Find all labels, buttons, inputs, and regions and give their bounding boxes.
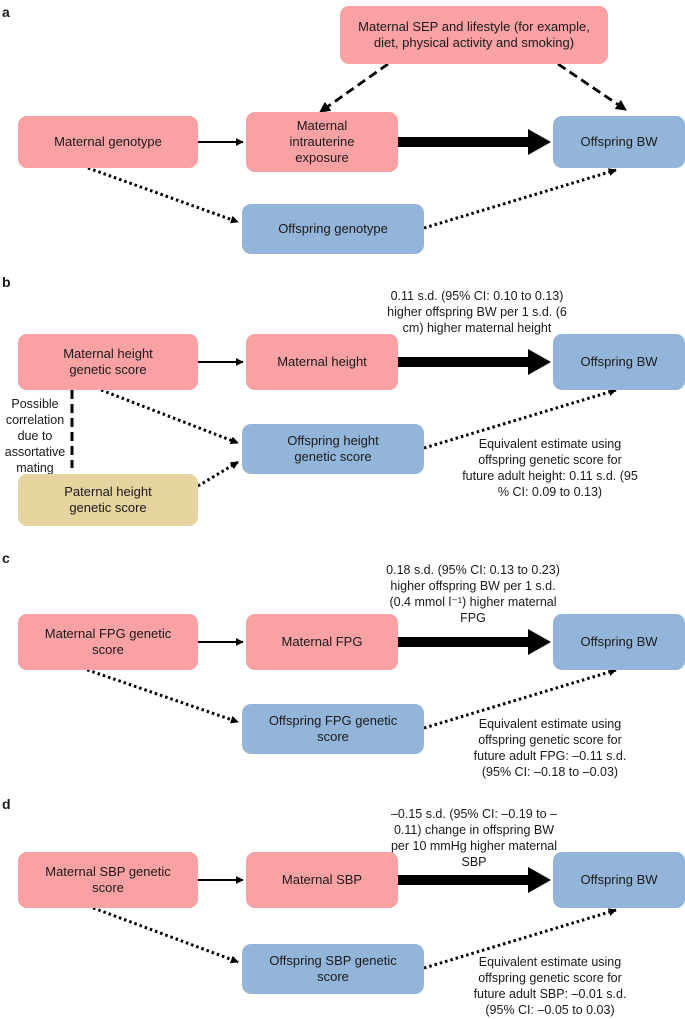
offspring-genotype-box: Offspring genotype [242, 204, 424, 254]
arrow-c-offspring-score-to-bw [423, 668, 617, 730]
equiv-note-d: Equivalent estimate using offspring gene… [473, 955, 627, 1017]
effect-note-d: –0.15 s.d. (95% CI: –0.19 to –0.11) chan… [390, 807, 558, 869]
offspring-bw-box-b: Offspring BW [553, 334, 685, 390]
arrow-maternal-to-offspring-genotype [87, 166, 239, 224]
paternal-height-score-box: Paternal height genetic score [18, 474, 198, 526]
offspring-fpg-score-box: Offspring FPG genetic score [242, 704, 424, 754]
maternal-fpg-score-box: Maternal FPG genetic score [18, 614, 198, 670]
arrow-d-offspring-score-to-bw [423, 908, 617, 970]
offspring-sbp-score-box: Offspring SBP genetic score [242, 944, 424, 994]
equiv-note-c: Equivalent estimate using offspring gene… [473, 717, 627, 779]
arrow-sep-to-exposure [319, 62, 389, 114]
offspring-bw-box-c: Offspring BW [553, 614, 685, 670]
effect-note-c: 0.18 s.d. (95% CI: 0.13 to 0.23) higher … [386, 563, 560, 625]
arrow-sep-to-bw [557, 62, 627, 112]
arrow-b-maternal-to-offspring-score [95, 386, 239, 445]
arrow-d-trait-to-bw-head [528, 867, 551, 893]
arrow-d-maternal-to-offspring-score [87, 904, 239, 964]
arrow-c-trait-to-bw-head [528, 629, 551, 655]
offspring-height-score-box: Offspring height genetic score [242, 424, 424, 474]
maternal-sbp-box: Maternal SBP [246, 852, 398, 908]
panel-label-a: a [2, 4, 10, 20]
arrow-b-trait-to-bw-head [528, 349, 551, 375]
maternal-height-box: Maternal height [246, 334, 398, 390]
maternal-sep-lifestyle-box: Maternal SEP and lifestyle (for example,… [340, 6, 608, 64]
offspring-bw-box-d: Offspring BW [553, 852, 685, 908]
maternal-sbp-score-box: Maternal SBP genetic score [18, 852, 198, 908]
panel-label-b: b [2, 274, 11, 290]
effect-note-b: 0.11 s.d. (95% CI: 0.10 to 0.13) higher … [387, 289, 567, 335]
equiv-note-b: Equivalent estimate using offspring gene… [462, 437, 638, 499]
arrow-exposure-to-bw-head [528, 129, 551, 155]
panel-label-d: d [2, 796, 11, 812]
arrow-b-paternal-to-offspring-score [197, 460, 239, 488]
maternal-exposure-box: Maternal intrauterine exposure [246, 112, 398, 172]
maternal-height-score-box: Maternal height genetic score [18, 334, 198, 390]
arrow-offspring-genotype-to-bw [423, 168, 617, 230]
maternal-fpg-box: Maternal FPG [246, 614, 398, 670]
arrow-b-offspring-score-to-bw [423, 388, 617, 450]
offspring-bw-box-a: Offspring BW [553, 116, 685, 168]
panel-label-c: c [2, 550, 10, 566]
arrow-c-maternal-to-offspring-score [81, 666, 239, 724]
correlation-note: Possible correlation due to assortative … [4, 397, 66, 475]
maternal-genotype-box: Maternal genotype [18, 116, 198, 168]
